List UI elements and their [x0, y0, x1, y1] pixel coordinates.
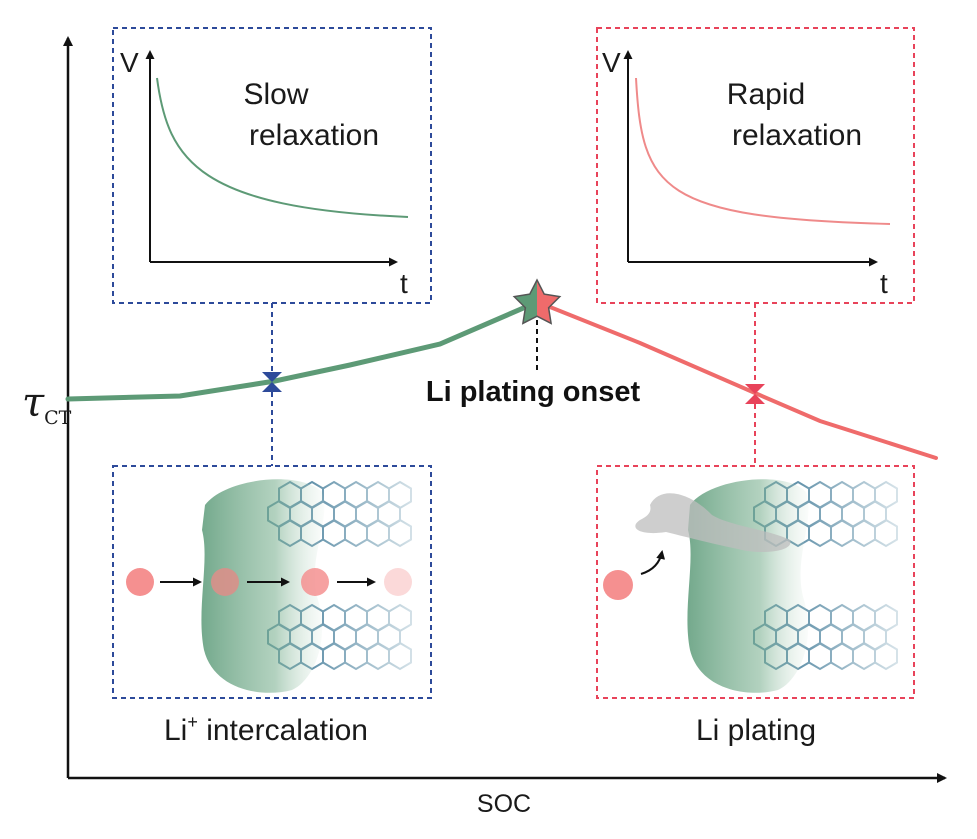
caption-intercalation-rest: intercalation: [198, 714, 368, 747]
inset-rapid-line2: relaxation: [732, 119, 862, 152]
inset-slow-relaxation: V t Slow relaxation: [112, 27, 432, 304]
inset-plating-frame: [596, 465, 915, 699]
sei-layer-left: [201, 479, 325, 693]
li-ion-1: [126, 568, 154, 596]
slow-relaxation-curve: [156, 77, 409, 218]
li-ion-4: [384, 568, 412, 596]
main-axes: [63, 36, 947, 783]
inset-intercalation-frame: [112, 465, 432, 699]
inset-rapid-y-label: V: [602, 47, 621, 78]
y-axis-label: τCT: [22, 380, 72, 429]
y-axis-subscript: CT: [44, 407, 72, 429]
caption-plating: Li plating: [696, 714, 816, 747]
inset-slow-x-label: t: [400, 268, 408, 299]
li-ion-3: [301, 568, 329, 596]
onset-label: Li plating onset: [426, 376, 641, 408]
inset-slow-y-label: V: [120, 47, 139, 78]
inset-rapid-x-label: t: [880, 268, 888, 299]
inset-rapid-line1: Rapid: [727, 78, 805, 111]
inset-intercalation: [112, 465, 432, 699]
x-axis-label: SOC: [477, 790, 531, 818]
inset-rapid-frame: [596, 27, 915, 304]
rapid-relaxation-curve: [635, 77, 891, 225]
li-ion-plating: [603, 570, 633, 600]
inset-slow-line1: Slow: [243, 78, 308, 111]
inset-rapid-relaxation: V t Rapid relaxation: [596, 27, 915, 304]
inset-slow-frame: [112, 27, 432, 304]
left-bowtie-marker: [262, 372, 282, 392]
inset-plating: [596, 465, 915, 699]
caption-intercalation: Li+ intercalation: [164, 712, 368, 747]
li-ion-2: [211, 568, 239, 596]
plating-arrow: [640, 550, 666, 575]
caption-intercalation-sup: +: [187, 712, 198, 732]
right-bowtie-marker: [745, 384, 765, 404]
tau-curve-green: [65, 300, 538, 402]
y-axis-symbol: τ: [22, 380, 45, 426]
inset-slow-line2: relaxation: [249, 119, 379, 152]
lithium-dendrite: [635, 493, 791, 552]
caption-intercalation-main: Li: [164, 714, 187, 747]
onset-star-icon: [512, 278, 562, 325]
